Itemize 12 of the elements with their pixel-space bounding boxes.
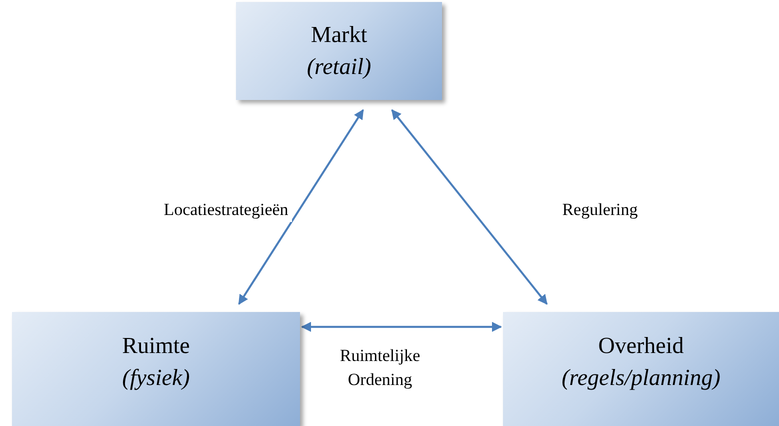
node-subtitle: (retail) [306, 53, 372, 81]
process-box [12, 312, 300, 426]
double-arrow [301, 322, 502, 332]
node-subtitle: (fysiek) [122, 364, 190, 392]
node-title: Overheid [598, 332, 684, 360]
process-box [236, 2, 442, 100]
double-arrow [238, 109, 364, 305]
node-subtitle: (regels/planning) [562, 364, 720, 392]
double-arrow [391, 109, 548, 305]
process-box [503, 312, 779, 426]
node-title: Markt [310, 21, 368, 49]
node-title: Ruimte [122, 332, 190, 360]
